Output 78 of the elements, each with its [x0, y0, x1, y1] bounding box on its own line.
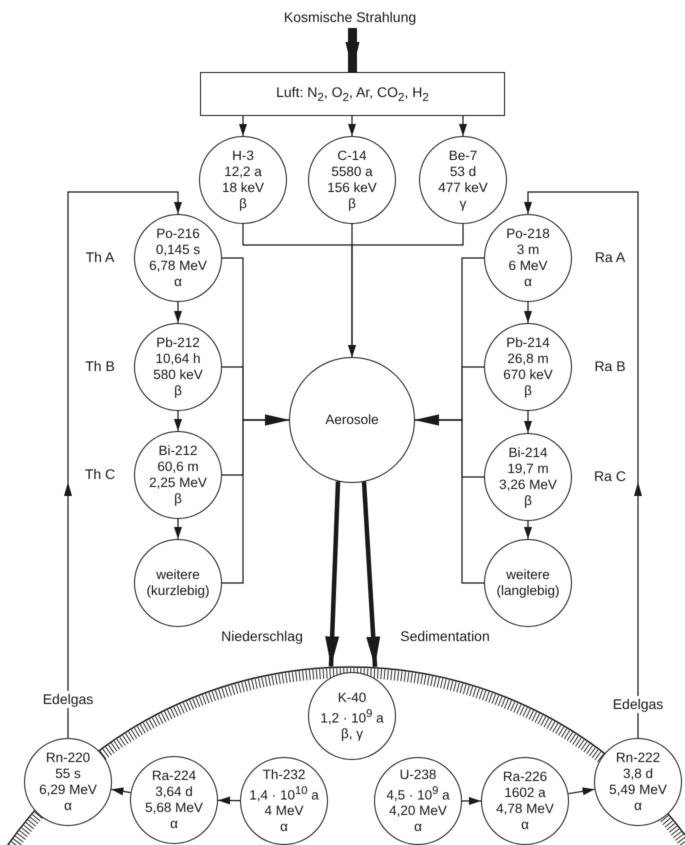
node-text: Th-232 [262, 766, 306, 783]
node-text: 12,2 a [224, 164, 262, 180]
node-text: 4,20 MeV [389, 803, 447, 820]
node-text: 670 keV [503, 367, 553, 383]
node-text: β, γ [340, 726, 364, 742]
node-text: β [524, 493, 532, 509]
node-text: Ra-224 [152, 768, 196, 784]
node-text: α [414, 819, 422, 836]
node-text: 0,145 s [156, 242, 200, 258]
node-text: Be-7 [448, 148, 478, 164]
node-text: 6,29 MeV [39, 782, 97, 798]
node-text: β [174, 383, 182, 399]
node-text: 3 m [516, 242, 540, 258]
node-text: Po-218 [506, 226, 550, 242]
node-text: 5,49 MeV [609, 782, 667, 798]
node-text: 6,78 MeV [149, 258, 207, 274]
node-text: Rn-222 [616, 750, 660, 766]
node-text: U-238 [400, 766, 436, 783]
node-text: H-3 [232, 148, 254, 164]
node-text: γ [460, 196, 466, 212]
node-text: 580 keV [153, 367, 203, 383]
node-text: 4,78 MeV [496, 801, 554, 817]
edge-label: Edelgas [610, 696, 666, 713]
node-text: α [634, 798, 642, 814]
node-text: β [524, 383, 532, 399]
node-text: α [280, 819, 288, 836]
node-text: 1602 a [504, 785, 546, 801]
node-text: 2,25 MeV [149, 475, 207, 491]
air-box [200, 72, 505, 116]
node-text: Pb-214 [506, 335, 550, 351]
node-text: α [521, 817, 529, 833]
node-text: α [64, 798, 72, 814]
node-text: α [170, 816, 178, 832]
node-text: 5580 a [331, 164, 373, 180]
node-text: Luft: N$_{2}$, O$_{2}$, Ar, CO$_{2}$, H$_{2}$ [276, 84, 429, 104]
node-text: Bi-214 [508, 445, 548, 461]
node-text: 477 keV [438, 180, 488, 196]
edge-label: Niederschlag [219, 628, 305, 645]
series-label: Ra C [594, 468, 626, 485]
edge-label: Edelgas [40, 691, 96, 708]
node-text: β [174, 491, 182, 507]
node-text: 1,4 · 10$^{10}$ a [249, 784, 319, 804]
node-text: α [174, 274, 182, 290]
node-text: 55 s [55, 766, 81, 782]
node-text: weitere (langlebig) [495, 567, 561, 599]
node-text: 19,7 m [507, 461, 549, 477]
node-text: 60,6 m [157, 459, 199, 475]
series-label: Th A [86, 249, 114, 266]
node-text: 5,68 MeV [145, 800, 203, 816]
node-text: 6 MeV [508, 258, 548, 274]
node-text: 4,5 · 10$^{9}$ a [386, 784, 450, 804]
node-text: Aerosole [325, 412, 379, 428]
node-text: K-40 [338, 690, 366, 706]
node-text: β [239, 196, 247, 212]
node-text: α [524, 274, 532, 290]
series-label: Ra A [594, 249, 626, 266]
node-text: β [348, 196, 356, 212]
node-text: Po-216 [156, 226, 200, 242]
series-label: Th C [84, 466, 116, 483]
node-text: Pb-212 [156, 335, 200, 351]
node-text: weitere (kurzlebig) [145, 567, 211, 599]
node-text: 3,64 d [155, 784, 193, 800]
node-text: C-14 [337, 148, 367, 164]
node-text: Bi-212 [158, 443, 198, 459]
node-text: 156 keV [327, 180, 377, 196]
node-text: 18 keV [222, 180, 264, 196]
node-text: 4 MeV [264, 803, 304, 820]
heading-text: Kosmische Strahlung [284, 9, 416, 25]
series-label: Ra B [594, 358, 626, 375]
series-label: Th B [85, 358, 115, 375]
node-text: 10,64 h [155, 351, 201, 367]
node-text: 3,8 d [622, 766, 654, 782]
node-text: 53 d [450, 164, 476, 180]
node-text: Ra-226 [502, 769, 548, 785]
node-text: 26,8 m [507, 351, 549, 367]
node-text: 3,26 MeV [499, 477, 557, 493]
node-text: Rn-220 [46, 750, 90, 766]
node-text: 1,2 · 10$^{9}$ a [320, 706, 384, 726]
